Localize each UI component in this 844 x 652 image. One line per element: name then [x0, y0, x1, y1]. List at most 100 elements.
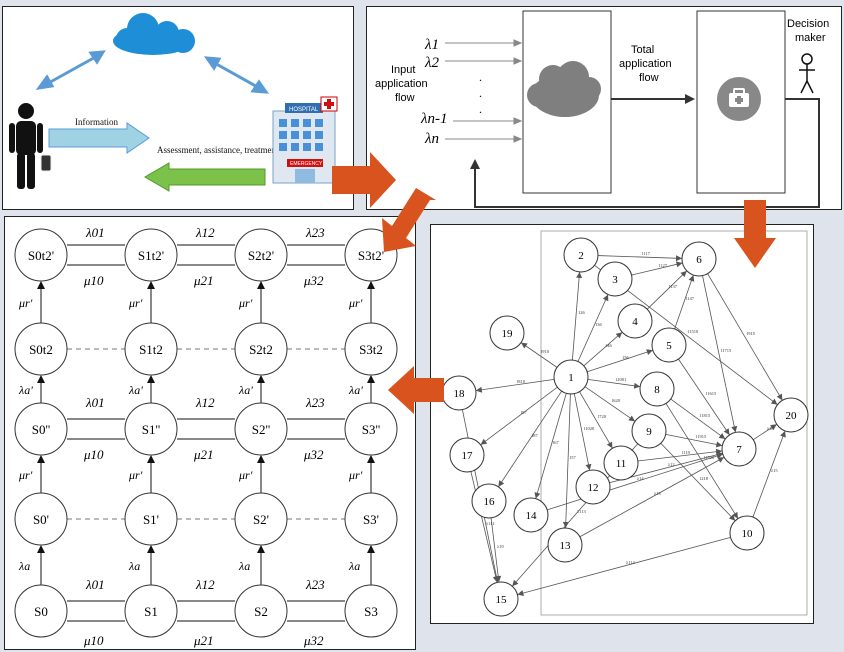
- state-label: S2t2: [249, 342, 273, 357]
- edge-label: 126: [578, 310, 586, 315]
- input-flow-label-2: application: [375, 78, 428, 90]
- assessment-arrow: [144, 162, 266, 192]
- lambda-label: λ01: [85, 225, 105, 240]
- lambda-n-1: λn-1: [420, 111, 448, 127]
- mu-label: μ10: [83, 633, 104, 648]
- state-node: [124, 584, 178, 638]
- vertical-rate-label: λa': [348, 383, 363, 397]
- arrow-head: [37, 545, 45, 553]
- state-label: S1t2': [138, 248, 164, 263]
- graph-node-label: 3: [612, 274, 618, 286]
- graph-edge: [752, 430, 786, 518]
- svg-text:.: .: [479, 102, 482, 116]
- edge-arrow: [606, 441, 613, 449]
- mu-label: μ32: [303, 447, 324, 462]
- state-label: S3: [364, 604, 378, 619]
- graph-node-label: 8: [654, 384, 660, 396]
- graph-node-label: 16: [484, 496, 496, 508]
- edge-arrow: [633, 382, 641, 389]
- edge-label: l620: [612, 398, 621, 403]
- state-label: S1: [144, 604, 158, 619]
- edge-label: l810: [517, 379, 526, 384]
- graph-node: [651, 327, 687, 363]
- state-label: S0t2': [28, 248, 54, 263]
- graph-node-label: 19: [502, 328, 514, 340]
- cloud-icon: [113, 13, 195, 55]
- edge-label: l1815: [700, 413, 711, 418]
- medical-kit-icon: [717, 77, 761, 121]
- state-label: S0: [34, 604, 48, 619]
- graph-edge: [583, 331, 623, 367]
- edge-label: l119: [682, 450, 691, 455]
- input-arrows: [445, 39, 523, 143]
- input-flow-label-3: flow: [395, 92, 415, 104]
- graph-node: [773, 397, 809, 433]
- mu-label: μ10: [83, 273, 104, 288]
- total-flow-label-1: Total: [631, 44, 654, 56]
- state-node: [14, 228, 68, 282]
- arrow-head: [257, 545, 265, 553]
- orange-arrow-4: [388, 366, 444, 414]
- graph-edge: [517, 537, 731, 595]
- edge-label: l127: [659, 263, 668, 268]
- edge-arrow: [521, 342, 528, 349]
- edge-arrow: [723, 428, 730, 435]
- state-label: S2t2': [248, 248, 274, 263]
- arrow-head: [367, 455, 375, 463]
- arrow-head: [147, 545, 155, 553]
- graph-edge: [520, 342, 558, 368]
- graph-node: [603, 445, 639, 481]
- graph-node: [563, 237, 599, 273]
- state-node: [234, 492, 288, 546]
- graph-edge: [587, 349, 653, 373]
- vertical-rate-label: μr': [238, 468, 253, 482]
- edge-arrow: [628, 415, 636, 422]
- edge-label: λ18: [767, 426, 774, 431]
- arrow-head: [147, 455, 155, 463]
- graph-node: [721, 431, 757, 467]
- graph-node-label: 13: [560, 540, 572, 552]
- graph-node: [681, 241, 717, 277]
- graph-node-label: 4: [632, 316, 638, 328]
- state-node: [344, 584, 398, 638]
- arrow-head: [147, 281, 155, 289]
- edge-arrow: [615, 332, 623, 339]
- edge-label: l57: [570, 455, 577, 460]
- graph-node: [483, 581, 519, 617]
- state-node: [124, 228, 178, 282]
- edge-label: l910: [541, 349, 550, 354]
- graph-node: [449, 437, 485, 473]
- graph-edge: [571, 271, 581, 361]
- state-node: [14, 322, 68, 376]
- edge-label: l87: [532, 433, 539, 438]
- mu-label: μ21: [193, 633, 214, 648]
- arrow-head: [147, 375, 155, 383]
- state-node: [234, 584, 288, 638]
- edge-arrow: [717, 457, 725, 463]
- graph-node: [597, 261, 633, 297]
- edge-label: l1510: [688, 329, 699, 334]
- cloud-patient-arrow: [35, 50, 106, 91]
- graph-node-label: 11: [616, 458, 627, 470]
- information-arrow: [48, 122, 150, 154]
- state-label: S2: [254, 604, 268, 619]
- input-flow-label-1: Input: [391, 64, 415, 76]
- graph-node-label: 6: [696, 254, 702, 266]
- cloud-hospital-arrow: [203, 56, 270, 94]
- edge-arrow: [728, 514, 736, 521]
- graph-node-label: 9: [646, 426, 652, 438]
- graph-edge: [670, 398, 726, 440]
- edge-arrow: [688, 275, 695, 282]
- state-node: [234, 402, 288, 456]
- edge-arrow: [680, 270, 687, 278]
- edge-arrow: [517, 590, 524, 596]
- arrow-head: [367, 281, 375, 289]
- arrow-head: [257, 281, 265, 289]
- lambda-1: λ1: [424, 37, 439, 53]
- graph-edge: [587, 378, 641, 388]
- edge-arrow: [770, 398, 778, 405]
- edge-arrow: [498, 480, 505, 487]
- lambda-2: λ2: [424, 55, 439, 71]
- graph-edge: [579, 456, 725, 538]
- graph-node: [729, 515, 765, 551]
